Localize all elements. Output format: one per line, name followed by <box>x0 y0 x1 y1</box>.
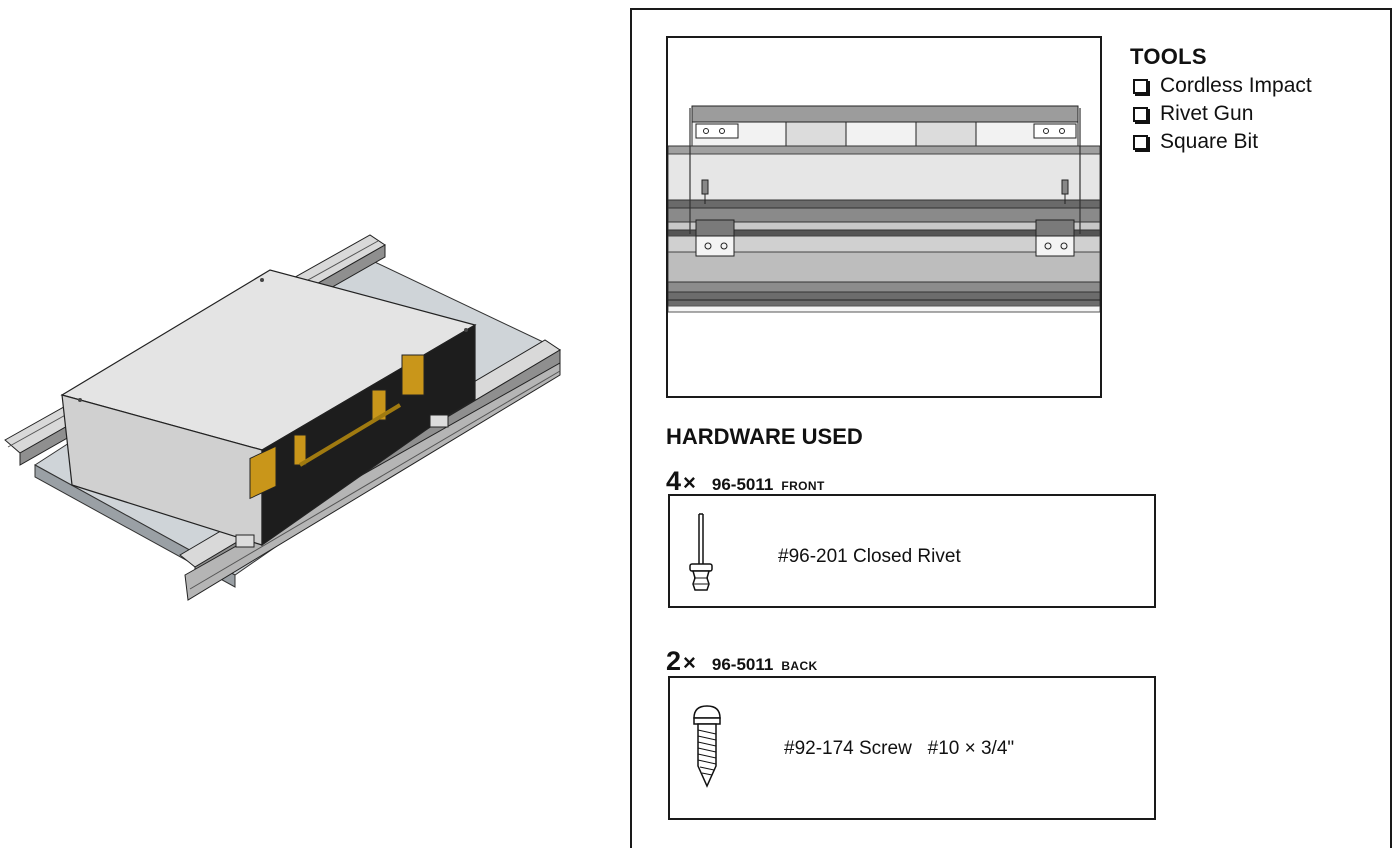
hardware-box-screw: #92-174 Screw #10 × 3/4" <box>668 676 1156 820</box>
hardware-description: #92-174 Screw #10 × 3/4" <box>784 738 1015 759</box>
quantity: 4 <box>666 466 682 496</box>
front-detail-view <box>666 36 1102 398</box>
instruction-panel <box>630 8 1392 848</box>
assembly-isometric-illustration <box>0 215 600 615</box>
hardware-description: #96-201 Closed Rivet <box>778 546 961 567</box>
hardware-entry-back-header: 2× 96-5011 BACK <box>666 646 818 677</box>
tool-label: Rivet Gun <box>1160 102 1254 125</box>
screw-icon <box>692 704 722 795</box>
quantity: 2 <box>666 646 682 676</box>
checkbox-icon[interactable] <box>1133 134 1148 150</box>
closed-rivet-icon <box>686 512 716 599</box>
part-number: 96-5011 <box>711 475 774 494</box>
tool-item: Cordless Impact <box>1130 72 1312 100</box>
part-number: 96-5011 <box>711 655 774 674</box>
tools-list: Cordless Impact Rivet Gun Square Bit <box>1130 72 1312 156</box>
tool-item: Square Bit <box>1130 128 1312 156</box>
hardware-box-rivet: #96-201 Closed Rivet <box>668 494 1156 608</box>
hardware-heading: HARDWARE USED <box>666 424 863 449</box>
tool-item: Rivet Gun <box>1130 100 1312 128</box>
hardware-entry-front-header: 4× 96-5011 FRONT <box>666 466 825 497</box>
checkbox-icon[interactable] <box>1133 106 1148 122</box>
times-symbol: × <box>683 470 696 495</box>
position-label: BACK <box>781 659 818 673</box>
times-symbol: × <box>683 650 696 675</box>
tools-heading: TOOLS <box>1130 44 1207 69</box>
tool-label: Square Bit <box>1160 130 1259 153</box>
tool-label: Cordless Impact <box>1160 74 1312 97</box>
position-label: FRONT <box>781 479 825 493</box>
tools-section: TOOLS Cordless Impact Rivet Gun Square B… <box>1130 44 1312 156</box>
checkbox-icon[interactable] <box>1133 78 1148 94</box>
